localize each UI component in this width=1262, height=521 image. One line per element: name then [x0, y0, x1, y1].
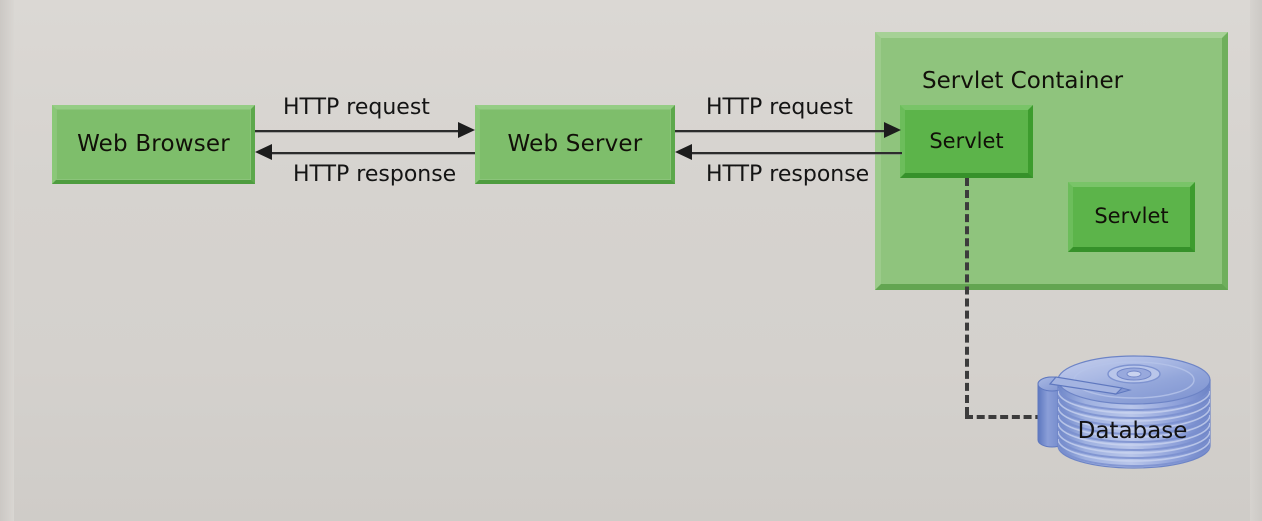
node-servlet-primary[interactable]: Servlet: [900, 105, 1033, 178]
node-web-browser[interactable]: Web Browser: [52, 105, 255, 184]
node-servlet-container-label: Servlet Container: [922, 68, 1124, 94]
node-servlet-secondary-label: Servlet: [1094, 204, 1169, 229]
flow-line-server-to-servlet-request: [675, 130, 886, 132]
flow-label-browser-to-server-request: HTTP request: [283, 95, 430, 120]
flow-line-servlet-to-database-horizontal: [965, 415, 1055, 419]
flow-line-server-to-browser-response: [272, 152, 475, 154]
node-servlet-secondary[interactable]: Servlet: [1068, 182, 1195, 252]
node-servlet-primary-label: Servlet: [929, 128, 1004, 153]
node-database[interactable]: Database: [1030, 344, 1235, 484]
flow-line-browser-to-server-request: [255, 130, 460, 132]
node-web-server[interactable]: Web Server: [475, 105, 675, 184]
flow-label-servlet-to-server-response: HTTP response: [706, 162, 870, 187]
arrow-head-left-icon: [255, 144, 272, 160]
flow-line-servlet-to-database-vertical: [965, 178, 969, 415]
node-web-browser-label: Web Browser: [77, 130, 230, 157]
arrow-head-right-icon: [458, 122, 475, 138]
disk-stack-icon: [1037, 355, 1211, 469]
flow-line-servlet-to-server-response: [692, 152, 902, 154]
arrow-head-left-icon: [675, 144, 692, 160]
arrow-head-right-icon: [884, 122, 901, 138]
flow-label-server-to-browser-response: HTTP response: [293, 162, 457, 187]
flow-label-server-to-servlet-request: HTTP request: [706, 95, 853, 120]
node-web-server-label: Web Server: [507, 130, 643, 157]
